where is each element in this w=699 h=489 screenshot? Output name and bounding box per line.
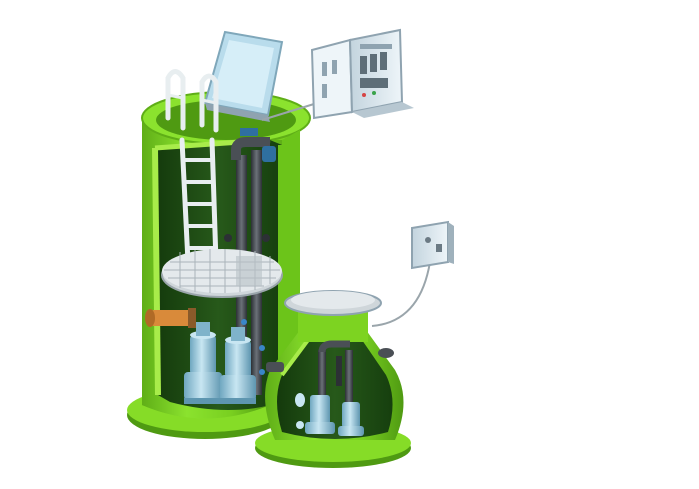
- ladder-icon: [179, 137, 219, 265]
- control-cabinet-icon: [261, 28, 414, 121]
- access-hatch-lid: [203, 30, 284, 122]
- submersible-pump-icon: [305, 395, 335, 434]
- level-sensor-floats: [241, 319, 265, 375]
- submersible-pump-icon: [220, 327, 256, 404]
- service-platform-grating: [161, 249, 283, 298]
- small-tank-float-switches: [295, 393, 305, 429]
- small-pumping-station-tank: [255, 290, 411, 468]
- submersible-pump-icon: [184, 322, 222, 404]
- small-tank-interior-cutaway: [277, 340, 393, 439]
- submersible-pump-icon: [338, 402, 364, 436]
- inlet-pipe-icon: [145, 308, 196, 328]
- ladder-handrails: [165, 69, 219, 133]
- small-tank-pipework: [318, 340, 353, 410]
- control-box-icon: [371, 220, 454, 327]
